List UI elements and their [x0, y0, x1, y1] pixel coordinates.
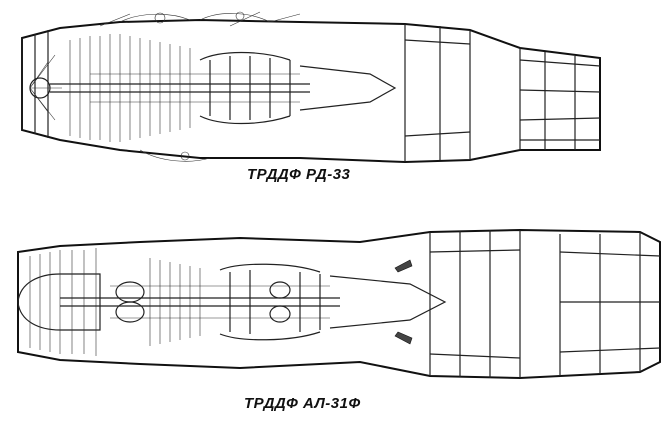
rd33-fan-blades	[29, 54, 62, 121]
caption-rd33: ТРДДФ РД-33	[247, 166, 351, 183]
rd33-combustor	[199, 51, 291, 125]
al31f-combustor	[219, 263, 321, 341]
caption-al31f: ТРДДФ АЛ-31Ф	[244, 395, 361, 412]
rd33-main-shaft	[50, 83, 310, 93]
engine-al31f-drawing	[17, 228, 661, 380]
rd33-inlet	[21, 30, 49, 138]
al31f-casing-outline	[17, 228, 661, 380]
al31f-nozzle	[559, 232, 661, 376]
rd33-compressor-stages	[69, 34, 191, 142]
engine-rd33-drawing	[21, 11, 601, 164]
rd33-afterburner	[404, 24, 471, 162]
al31f-afterburner	[429, 230, 521, 378]
al31f-compressor-stages	[29, 248, 201, 356]
al31f-accessories	[115, 281, 291, 323]
al31f-inlet-fairing	[17, 273, 101, 331]
rd33-casing-outline	[21, 18, 601, 164]
rd33-exhaust-cone	[299, 65, 397, 111]
rd33-accessories	[99, 11, 301, 162]
rd33-nozzle	[519, 48, 601, 150]
al31f-exhaust-cone	[329, 275, 447, 329]
al31f-main-shaft	[60, 297, 340, 307]
al31f-flame-holders	[394, 259, 413, 345]
